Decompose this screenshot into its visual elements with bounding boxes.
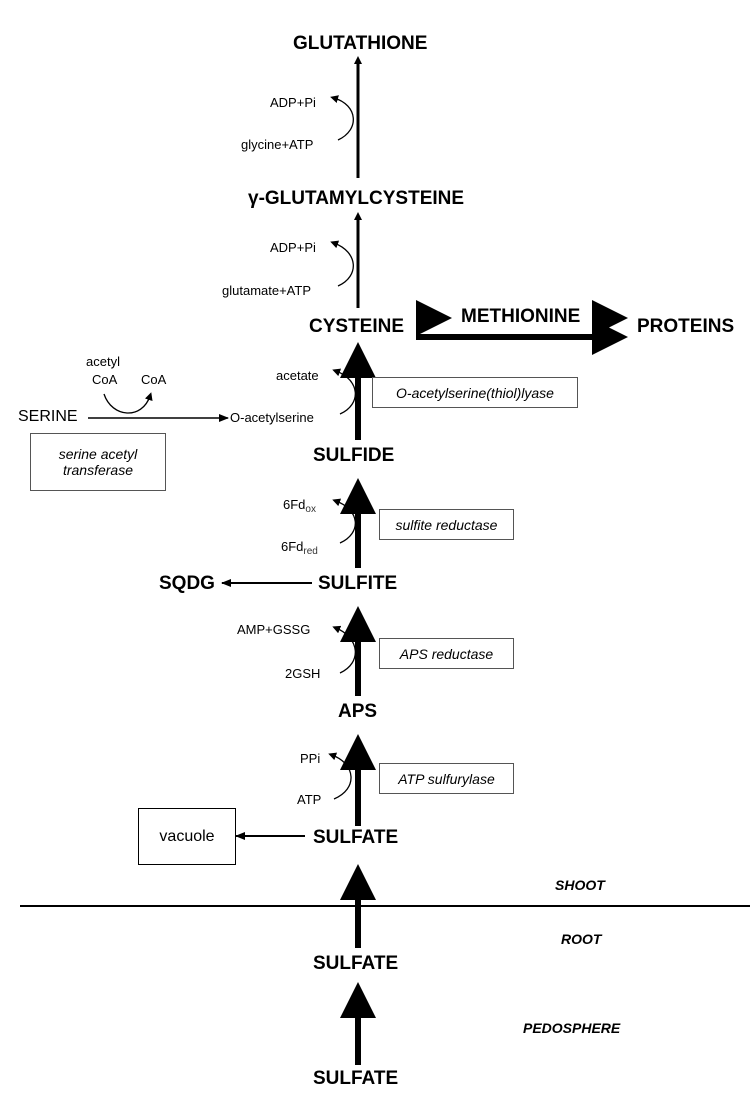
node-proteins: PROTEINS xyxy=(637,316,735,337)
node-glutathione: GLUTATHIONE xyxy=(293,33,428,54)
cofactor-curve-glutathione xyxy=(330,95,354,141)
cofactor-atp: ATP xyxy=(297,792,322,807)
cofactor-curve-sulfite xyxy=(332,625,356,674)
cofactor-glutathione-in: glycine+ATP xyxy=(241,137,314,152)
cofactor-curve-sulfide xyxy=(332,498,356,544)
cofactor-curve-serine xyxy=(103,392,153,414)
cofactor-acetate: acetate xyxy=(276,368,319,383)
cofactor-ppi: PPi xyxy=(300,751,321,766)
enzyme-sulfite-reductase: sulfite reductase xyxy=(379,509,514,540)
node-sqdg: SQDG xyxy=(159,573,215,594)
node-cysteine: CYSTEINE xyxy=(309,316,405,337)
cofactor-amp-gssg: AMP+GSSG xyxy=(237,622,311,637)
zone-root: ROOT xyxy=(561,931,602,947)
cofactor-fd-ox: 6Fdox xyxy=(283,497,316,515)
enzyme-oas-thiol-lyase: O-acetylserine(thiol)lyase xyxy=(372,377,578,408)
enzyme-atp-sulfurylase: ATP sulfurylase xyxy=(379,763,514,794)
node-serine: SERINE xyxy=(18,408,78,425)
cofactor-curve-aps xyxy=(328,752,352,800)
cofactor-acetyl-coa-line1: acetyl xyxy=(86,354,120,369)
node-sulfate-shoot: SULFATE xyxy=(313,827,399,848)
cofactor-2gsh: 2GSH xyxy=(285,666,321,681)
cofactor-fd-red: 6Fdred xyxy=(281,539,318,557)
node-o-acetylserine: O-acetylserine xyxy=(230,410,314,425)
cofactor-acetyl-coa-line2: CoA xyxy=(92,372,118,387)
node-methionine: METHIONINE xyxy=(461,306,581,327)
cofactor-curve-cysteine xyxy=(332,368,356,415)
node-sulfate-soil: SULFATE xyxy=(313,1068,399,1089)
enzyme-serine-acetyl-transferase: serine acetyl transferase xyxy=(30,433,166,491)
cofactor-coa-out: CoA xyxy=(141,372,167,387)
node-sulfate-root: SULFATE xyxy=(313,953,399,974)
vacuole-box: vacuole xyxy=(138,808,236,865)
cofactor-gec-in: glutamate+ATP xyxy=(222,283,312,298)
zone-pedosphere: PEDOSPHERE xyxy=(523,1020,621,1036)
node-gamma-glutamylcysteine: γ-GLUTAMYLCYSTEINE xyxy=(248,188,465,209)
node-sulfite: SULFITE xyxy=(318,573,398,594)
cofactor-gec-out: ADP+Pi xyxy=(270,240,316,255)
cofactor-glutathione-out: ADP+Pi xyxy=(270,95,316,110)
node-aps: APS xyxy=(338,701,378,722)
zone-shoot: SHOOT xyxy=(555,877,605,893)
node-sulfide: SULFIDE xyxy=(313,445,395,466)
enzyme-aps-reductase: APS reductase xyxy=(379,638,514,669)
cofactor-curve-gec xyxy=(330,240,354,287)
